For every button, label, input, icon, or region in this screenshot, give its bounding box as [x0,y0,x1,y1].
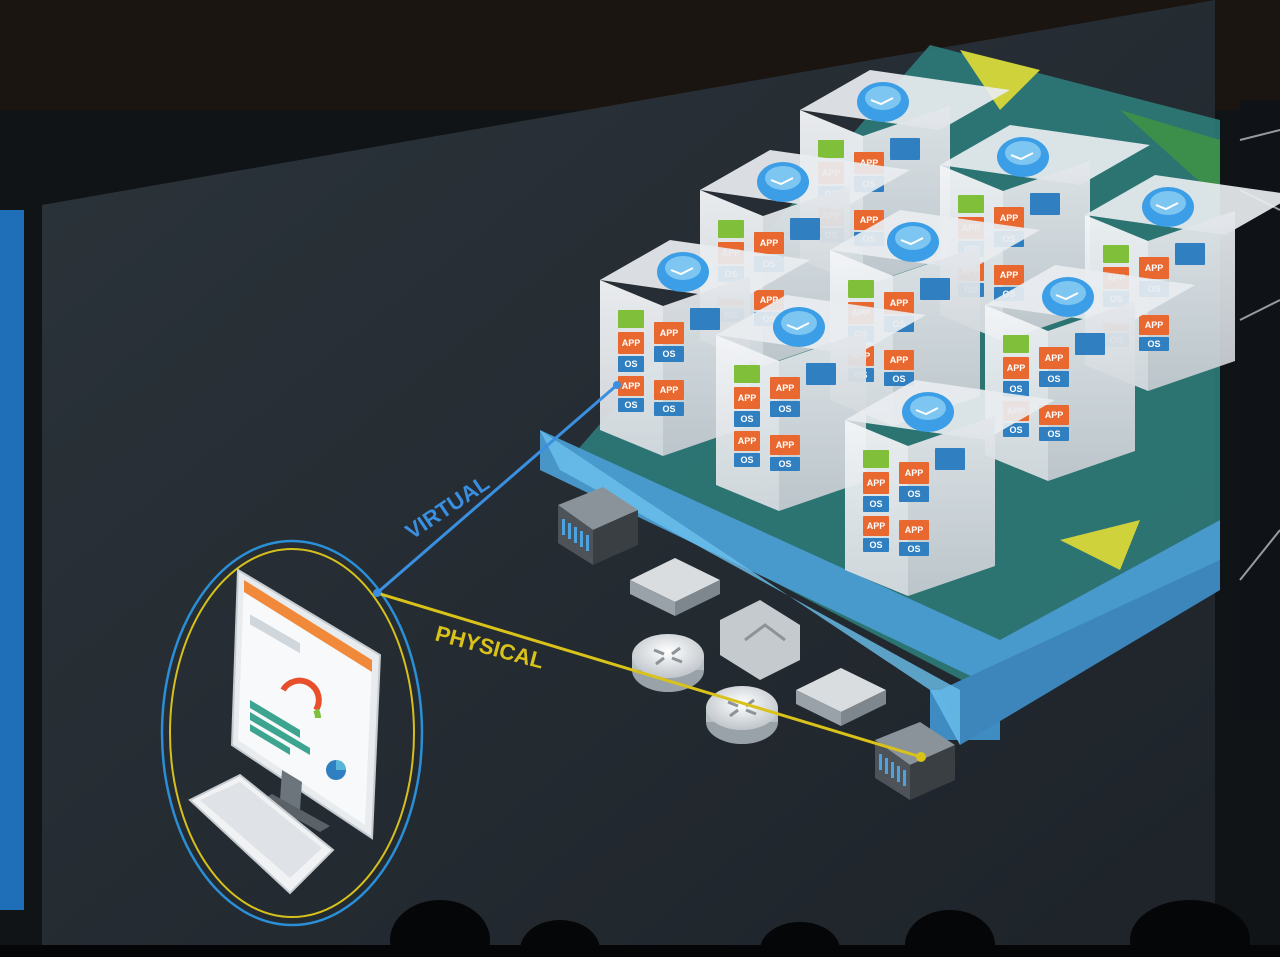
svg-text:OS: OS [869,499,882,509]
base-tile-green [1120,110,1220,200]
management-workstation [160,539,424,927]
connection-node [373,589,381,597]
physical-endpoint [916,752,926,762]
cube-icon: APP OS APP OS APP OS APP OS [985,265,1195,481]
connection-lines [373,381,926,762]
firewall-icon [720,600,800,680]
svg-text:OS: OS [1147,339,1160,349]
svg-text:APP: APP [1045,410,1064,420]
svg-text:APP: APP [1145,263,1164,273]
svg-text:APP: APP [860,158,879,168]
svg-text:OS: OS [892,374,905,384]
virtual-line [376,383,618,595]
svg-text:APP: APP [867,521,886,531]
svg-text:OS: OS [624,359,637,369]
svg-text:APP: APP [905,525,924,535]
keyboard-icon [188,773,335,895]
svg-text:OS: OS [907,544,920,554]
svg-text:APP: APP [660,385,679,395]
monitor-icon [230,568,382,840]
svg-text:OS: OS [624,400,637,410]
svg-text:APP: APP [760,295,779,305]
svg-text:APP: APP [738,436,757,446]
svg-text:OS: OS [1009,384,1022,394]
svg-text:APP: APP [1000,213,1019,223]
vm-cube-grid: APP OS APP OS APP OS APP OS APP OS APP OS APP OS APP OS… [600,70,1280,596]
svg-text:APP: APP [776,383,795,393]
left-edge-panel [0,210,24,910]
svg-text:OS: OS [662,349,675,359]
svg-text:OS: OS [869,540,882,550]
svg-text:OS: OS [1047,429,1060,439]
svg-text:APP: APP [776,440,795,450]
virtual-endpoint [613,381,621,389]
physical-line [376,591,922,759]
svg-text:APP: APP [860,215,879,225]
svg-text:APP: APP [1145,320,1164,330]
svg-text:APP: APP [760,238,779,248]
svg-text:APP: APP [1045,353,1064,363]
svg-text:OS: OS [1047,374,1060,384]
svg-text:APP: APP [622,381,641,391]
svg-text:OS: OS [740,414,753,424]
router-icon [632,634,704,692]
cube-icon: APP OS APP OS APP OS APP OS [716,295,926,511]
virtual-platform [540,430,1220,745]
outer-ring [160,539,424,927]
svg-text:APP: APP [1000,270,1019,280]
switch-icon [630,558,720,616]
inner-ring [169,548,415,918]
cube-icon: APP OS APP OS APP OS APP OS [845,380,1055,596]
svg-text:APP: APP [660,328,679,338]
base-tile-yellow [960,50,1040,110]
physical-layer [558,487,955,800]
svg-text:OS: OS [778,459,791,469]
svg-text:OS: OS [662,404,675,414]
svg-text:OS: OS [740,455,753,465]
svg-text:APP: APP [890,298,909,308]
svg-text:OS: OS [1009,425,1022,435]
switch-icon [796,668,886,726]
svg-text:OS: OS [778,404,791,414]
svg-text:APP: APP [867,478,886,488]
base-tile-yellow2 [1060,520,1140,570]
svg-text:OS: OS [907,489,920,499]
svg-text:APP: APP [738,393,757,403]
server-icon [875,722,955,800]
server-icon [558,487,638,565]
svg-text:APP: APP [905,468,924,478]
svg-text:APP: APP [890,355,909,365]
svg-text:APP: APP [622,338,641,348]
audience-silhouettes [0,900,1280,957]
svg-text:APP: APP [1007,363,1026,373]
